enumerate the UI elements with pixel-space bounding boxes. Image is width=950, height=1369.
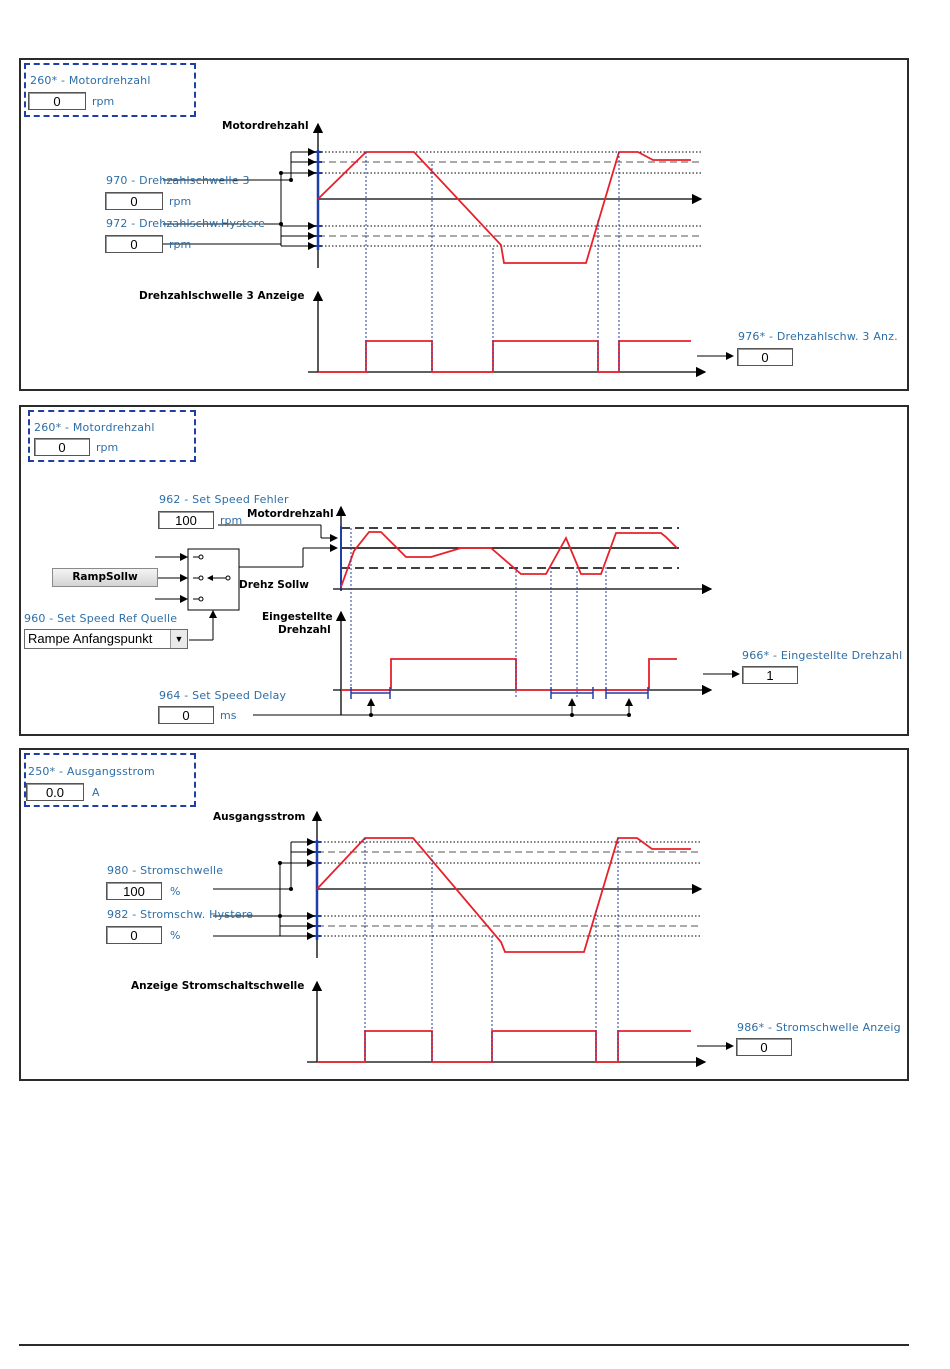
set-speed-output-label: 966* - Eingestellte Drehzahl — [742, 649, 903, 662]
speed-error-unit: rpm — [220, 514, 243, 527]
motor-speed-label: 260* - Motordrehzahl — [30, 74, 151, 87]
current-indicator-axis-title: Anzeige Stromschaltschwelle — [131, 980, 305, 992]
set-speed-axis-title-1: Eingestellte — [262, 611, 333, 623]
motor-speed-label-2: 260* - Motordrehzahl — [34, 421, 155, 434]
current-threshold-label: 980 - Stromschwelle — [107, 864, 224, 877]
motor-speed-group — [24, 63, 196, 117]
output-current-unit: A — [92, 786, 100, 799]
speed-curve — [317, 151, 691, 264]
motor-speed-value: 0 — [28, 92, 86, 110]
ref-source-label: 960 - Set Speed Ref Quelle — [24, 612, 178, 625]
speed-threshold-unit: rpm — [169, 195, 192, 208]
panel-current-threshold: 250* - Ausgangsstrom 0.0 A Ausgangsstrom… — [19, 748, 909, 1081]
set-speed-output-value: 1 — [742, 666, 798, 684]
set-speed-diagram — [138, 505, 740, 717]
current-threshold-diagram — [213, 810, 734, 1068]
speed-threshold-input[interactable]: 0 — [105, 192, 163, 210]
current-hysteresis-unit: % — [170, 929, 181, 942]
speed-hysteresis-unit: rpm — [169, 238, 192, 251]
speed-delay-input[interactable]: 0 — [158, 706, 214, 724]
motor-speed-value-2: 0 — [34, 438, 90, 456]
set-speed-axis-title-2: Drehzahl — [278, 624, 331, 636]
motor-speed-axis-title: Motordrehzahl — [247, 508, 334, 520]
current-output-label: 986* - Stromschwelle Anzeig — [737, 1021, 901, 1034]
current-threshold-unit: % — [170, 885, 181, 898]
motor-speed-curve — [340, 531, 678, 588]
current-threshold-input[interactable]: 100 — [106, 882, 162, 900]
current-indicator-signal — [317, 1030, 691, 1063]
speed-delay-label: 964 - Set Speed Delay — [159, 689, 287, 702]
threshold-indicator-axis-title: Drehzahlschwelle 3 Anzeige — [139, 290, 305, 302]
current-hysteresis-input[interactable]: 0 — [106, 926, 162, 944]
speed-error-label: 962 - Set Speed Fehler — [159, 493, 289, 506]
current-output-value: 0 — [736, 1038, 792, 1056]
motor-speed-group-2 — [28, 410, 196, 462]
set-speed-signal — [341, 658, 677, 691]
speed-setpoint-label: Drehz Sollw — [239, 579, 309, 591]
speed-threshold-diagram — [163, 122, 734, 378]
threshold-indicator-signal — [318, 340, 691, 373]
current-curve — [316, 837, 691, 953]
ramp-setpoint-button[interactable]: RampSollw — [52, 568, 158, 587]
output-current-label: 250* - Ausgangsstrom — [28, 765, 155, 778]
threshold-output-label: 976* - Drehzahlschw. 3 Anz. — [738, 330, 898, 343]
speed-error-input[interactable]: 100 — [158, 511, 214, 529]
page-bottom-rule — [19, 1344, 909, 1346]
threshold-output-value: 0 — [737, 348, 793, 366]
ref-source-select[interactable]: Rampe Anfangspunkt ▼ — [24, 629, 188, 649]
motor-speed-unit: rpm — [92, 95, 115, 108]
ref-source-switch — [187, 548, 240, 611]
speed-delay-unit: ms — [220, 709, 237, 722]
output-current-group — [24, 753, 196, 807]
current-hysteresis-label: 982 - Stromschw. Hystere — [107, 908, 254, 921]
motor-speed-unit-2: rpm — [96, 441, 119, 454]
chevron-down-icon[interactable]: ▼ — [170, 630, 187, 648]
speed-axis-title: Motordrehzahl — [222, 120, 309, 132]
output-current-value: 0.0 — [26, 783, 84, 801]
panel-set-speed: 260* - Motordrehzahl 0 rpm 962 - Set Spe… — [19, 405, 909, 736]
ref-source-selected: Rampe Anfangspunkt — [28, 631, 153, 646]
panel-speed-threshold: 260* - Motordrehzahl 0 rpm Motordrehzahl… — [19, 58, 909, 391]
speed-hysteresis-input[interactable]: 0 — [105, 235, 163, 253]
speed-hysteresis-label: 972 - Drehzahlschw.Hystere — [106, 217, 266, 230]
speed-threshold-label: 970 - Drehzahlschwelle 3 — [106, 174, 250, 187]
current-axis-title: Ausgangsstrom — [213, 811, 306, 823]
